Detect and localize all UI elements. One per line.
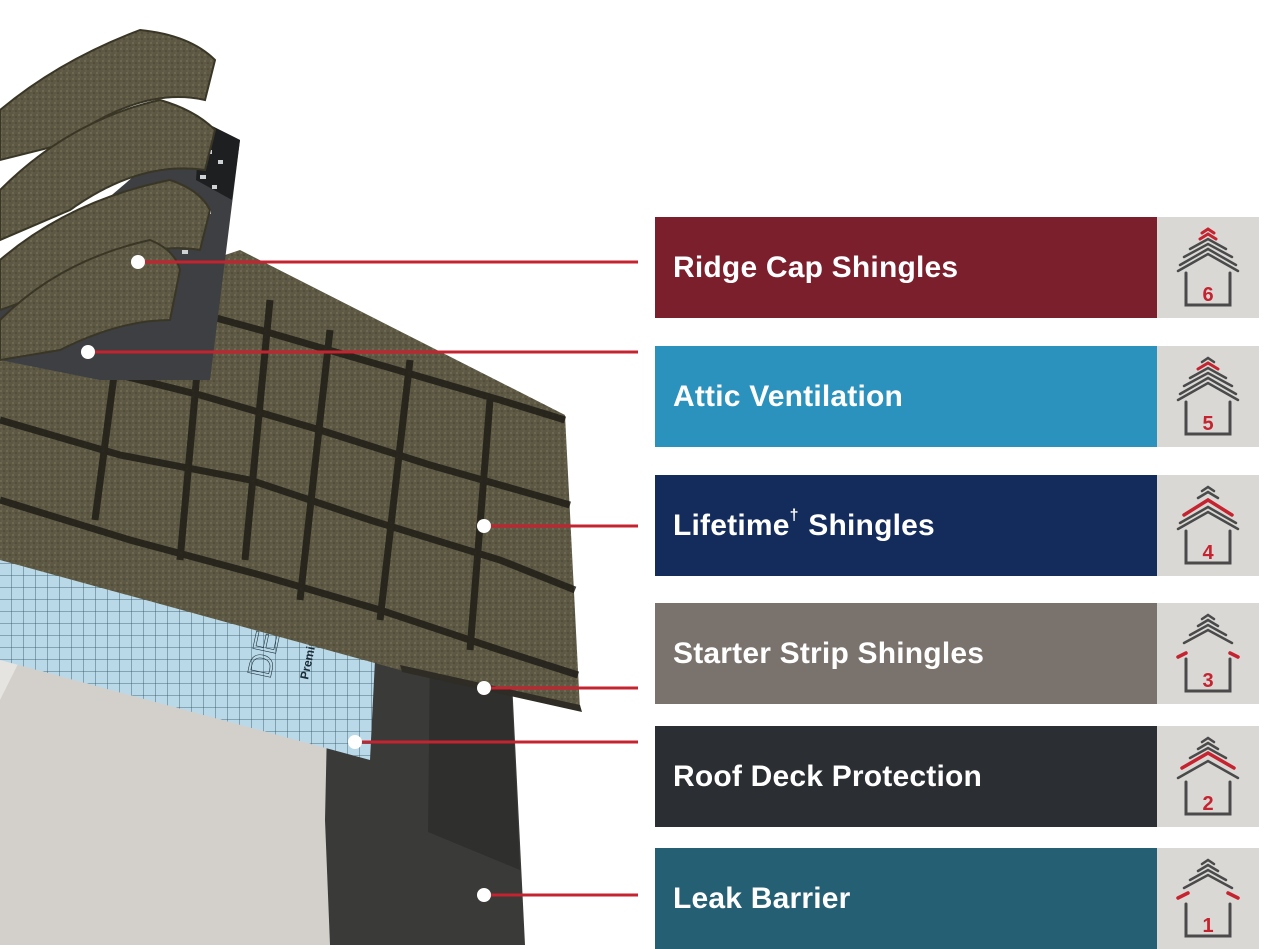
layer-band-ridge-cap: Ridge Cap Shingles 6 — [655, 217, 1259, 318]
layer-label-box: Ridge Cap Shingles — [655, 217, 1157, 318]
layer-label: Roof Deck Protection — [673, 759, 983, 793]
ridge-cap-shingles — [0, 28, 217, 362]
layer-label: Leak Barrier — [673, 881, 851, 915]
layer-band-deck-protection: Roof Deck Protection 2 — [655, 726, 1259, 827]
layer-band-ventilation: Attic Ventilation 5 — [655, 346, 1259, 447]
roof-layers-illustration: DECK Premium Breath — [0, 28, 582, 945]
layer-number: 1 — [1202, 915, 1213, 937]
layer-band-shingles: Lifetime† Shingles 4 — [655, 475, 1259, 576]
layer-label: Ridge Cap Shingles — [673, 250, 959, 284]
layer-label-main: Lifetime — [673, 508, 790, 542]
layer-number: 6 — [1202, 284, 1213, 306]
house-starter-strip-icon: 3 — [1157, 603, 1259, 704]
layer-label-dagger: † — [789, 506, 799, 524]
layer-label: Attic Ventilation — [673, 379, 904, 413]
layer-band-leak-barrier: Leak Barrier 1 — [655, 848, 1259, 949]
layer-label-rest: Shingles — [799, 508, 935, 542]
layer-number: 3 — [1202, 670, 1213, 692]
layer-label: Lifetime† Shingles — [673, 506, 935, 543]
layer-label-box: Leak Barrier — [655, 848, 1157, 949]
house-shingles-icon: 4 — [1157, 475, 1259, 576]
layer-label-box: Starter Strip Shingles — [655, 603, 1157, 704]
layer-number: 5 — [1202, 413, 1213, 435]
house-ventilation-icon: 5 — [1157, 346, 1259, 447]
house-leak-barrier-icon: 1 — [1157, 848, 1259, 949]
layer-number: 4 — [1202, 542, 1214, 564]
layer-number: 2 — [1202, 793, 1213, 815]
layer-band-starter-strip: Starter Strip Shingles 3 — [655, 603, 1259, 704]
house-ridge-cap-icon: 6 — [1157, 217, 1259, 318]
layer-label: Starter Strip Shingles — [673, 636, 985, 670]
layer-label-box: Roof Deck Protection — [655, 726, 1157, 827]
layer-label-box: Lifetime† Shingles — [655, 475, 1157, 576]
layer-label-box: Attic Ventilation — [655, 346, 1157, 447]
house-deck-protection-icon: 2 — [1157, 726, 1259, 827]
